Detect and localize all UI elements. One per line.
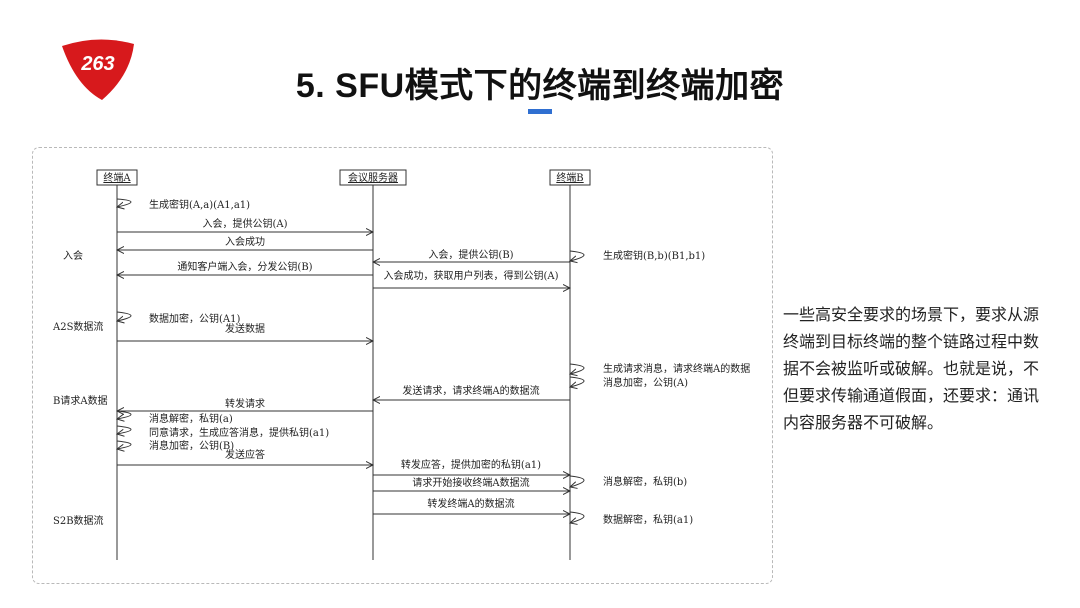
participant-conference-server: 会议服务器: [339, 169, 407, 186]
note-text: 消息加密，公钥(A): [603, 376, 688, 389]
self-arrow: [570, 475, 585, 487]
message-label: 转发终端A的数据流: [427, 497, 514, 510]
svg-text:终端B: 终端B: [556, 171, 583, 184]
participant-terminal-a: 终端A: [96, 169, 138, 186]
note-text: 消息解密，私钥(b): [603, 475, 687, 488]
message-label: 入会成功: [225, 235, 265, 248]
note-text: 同意请求，生成应答消息，提供私钥(a1): [149, 426, 329, 439]
self-arrow: [117, 425, 132, 434]
message-label: 请求开始接收终端A数据流: [412, 476, 529, 489]
message-label: 入会，提供公钥(A): [202, 217, 287, 230]
title-accent-bar: [528, 109, 552, 114]
message-label: 入会，提供公钥(B): [428, 248, 513, 261]
message-label: 发送数据: [225, 322, 265, 335]
note-text: 数据加密，公钥(A1): [149, 312, 240, 325]
sequence-diagram-panel: 终端A 会议服务器 终端B 入会 A2S数据流 B请求A数据 S2B数据流: [32, 147, 773, 584]
message-label: 转发应答，提供加密的私钥(a1): [401, 458, 541, 471]
participant-terminal-b: 终端B: [549, 169, 591, 186]
self-arrow: [117, 311, 132, 321]
svg-text:会议服务器: 会议服务器: [348, 171, 398, 184]
note-text: 消息加密，公钥(B): [149, 439, 234, 452]
self-arrow: [570, 250, 585, 261]
note-text: 生成密钥(B,b)(B1,b1): [603, 249, 705, 262]
note-text: 生成请求消息，请求终端A的数据: [603, 362, 750, 375]
note-text: 生成密钥(A,a)(A1,a1): [149, 198, 250, 211]
message-label: 发送应答: [225, 448, 265, 461]
brand-logo: 263: [62, 39, 134, 100]
message-label: 通知客户端入会，分发公钥(B): [177, 260, 312, 273]
self-arrow: [117, 410, 132, 419]
self-arrow: [570, 511, 585, 523]
note-text: 数据解密，私钥(a1): [603, 513, 693, 526]
self-arrow: [117, 440, 132, 449]
description-text: 一些高安全要求的场景下，要求从源终端到目标终端的整个链路过程中数据不会被监听或破…: [783, 307, 1040, 432]
message-label: 入会成功，获取用户列表，得到公钥(A): [383, 269, 558, 282]
phase-label: 入会: [63, 249, 83, 262]
phase-label: B请求A数据: [53, 394, 108, 407]
phase-label: S2B数据流: [53, 514, 104, 527]
page-title: 5. SFU模式下的终端到终端加密: [295, 67, 785, 105]
svg-text:终端A: 终端A: [103, 171, 131, 184]
self-arrow: [570, 376, 585, 387]
note-text: 消息解密，私钥(a): [149, 412, 233, 425]
self-arrow: [117, 198, 132, 207]
message-label: 转发请求: [225, 397, 265, 410]
phase-label: A2S数据流: [52, 320, 103, 333]
self-arrow: [570, 363, 585, 374]
message-label: 发送请求，请求终端A的数据流: [402, 384, 539, 397]
logo-text: 263: [80, 53, 114, 75]
